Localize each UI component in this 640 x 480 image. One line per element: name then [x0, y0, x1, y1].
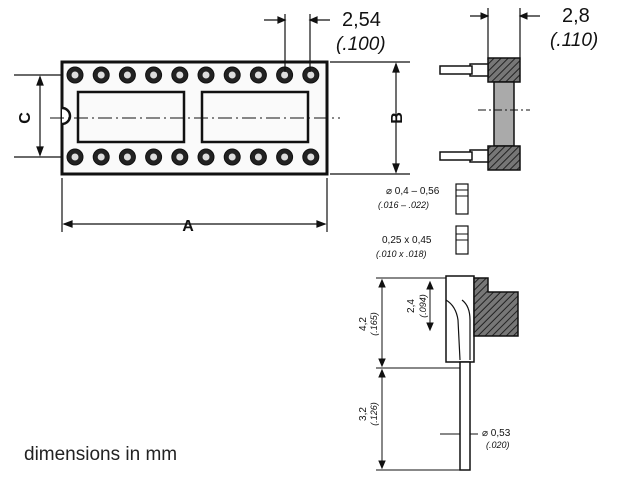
pin-hole-center — [176, 153, 184, 161]
pitch-inch-label: (.100) — [336, 34, 386, 55]
pin-hole-center — [228, 153, 236, 161]
pin-hole-center — [71, 71, 79, 79]
pin-hole-center — [97, 153, 105, 161]
pitch-dimension — [264, 14, 330, 72]
pin-hole-center — [123, 153, 131, 161]
pin-h2-label: 4,2 — [358, 317, 369, 331]
dimension-a — [61, 178, 328, 232]
pin-hole-center — [254, 71, 262, 79]
pin-h1-inch-label: (.094) — [418, 294, 428, 318]
dimension-c-label: C — [17, 112, 34, 124]
pin-hole-center — [307, 71, 315, 79]
dimension-b — [330, 61, 410, 175]
socket-side-view — [439, 8, 540, 171]
pin-diameter-label: ⌀ 0,4 – 0,56 — [386, 186, 440, 197]
dimension-c — [14, 74, 62, 158]
side-width-label: 2,8 — [562, 5, 590, 27]
pin-hole-center — [307, 153, 315, 161]
pin-row-top — [66, 66, 320, 84]
pin-h2-inch-label: (.165) — [369, 312, 379, 336]
pin-h3-label: 3,2 — [358, 407, 369, 421]
units-note: dimensions in mm — [24, 444, 178, 465]
pin-hole-center — [123, 71, 131, 79]
pin-h1-label: 2,4 — [406, 299, 417, 313]
side-width-inch-label: (.110) — [550, 30, 598, 51]
dimension-b-label: B — [389, 112, 406, 124]
pin-hole-center — [254, 153, 262, 161]
pin-diameter-inch-label: (.016 – .022) — [378, 200, 429, 210]
pin-hole-center — [281, 153, 289, 161]
pin-section-inch-label: (.010 x .018) — [376, 249, 427, 259]
pin-hole-center — [97, 71, 105, 79]
pitch-label: 2,54 — [342, 9, 381, 31]
pin-detail — [376, 183, 519, 471]
pin-hole-center — [202, 153, 210, 161]
pin-hole-center — [202, 71, 210, 79]
socket-top-view — [50, 60, 340, 176]
pin-section-label: 0,25 x 0,45 — [382, 235, 432, 246]
pin-hole-center — [150, 153, 158, 161]
pin-row-bottom — [66, 148, 320, 166]
pin-h3-inch-label: (.126) — [369, 402, 379, 426]
dimension-a-label: A — [182, 218, 194, 235]
pin-hole-center — [150, 71, 158, 79]
pin-hole-center — [176, 71, 184, 79]
pin-tail-diameter-inch-label: (.020) — [486, 440, 510, 450]
pin-hole-center — [71, 153, 79, 161]
pin-hole-center — [281, 71, 289, 79]
pin-hole-center — [228, 71, 236, 79]
pin-tail-diameter-label: ⌀ 0,53 — [482, 428, 511, 439]
